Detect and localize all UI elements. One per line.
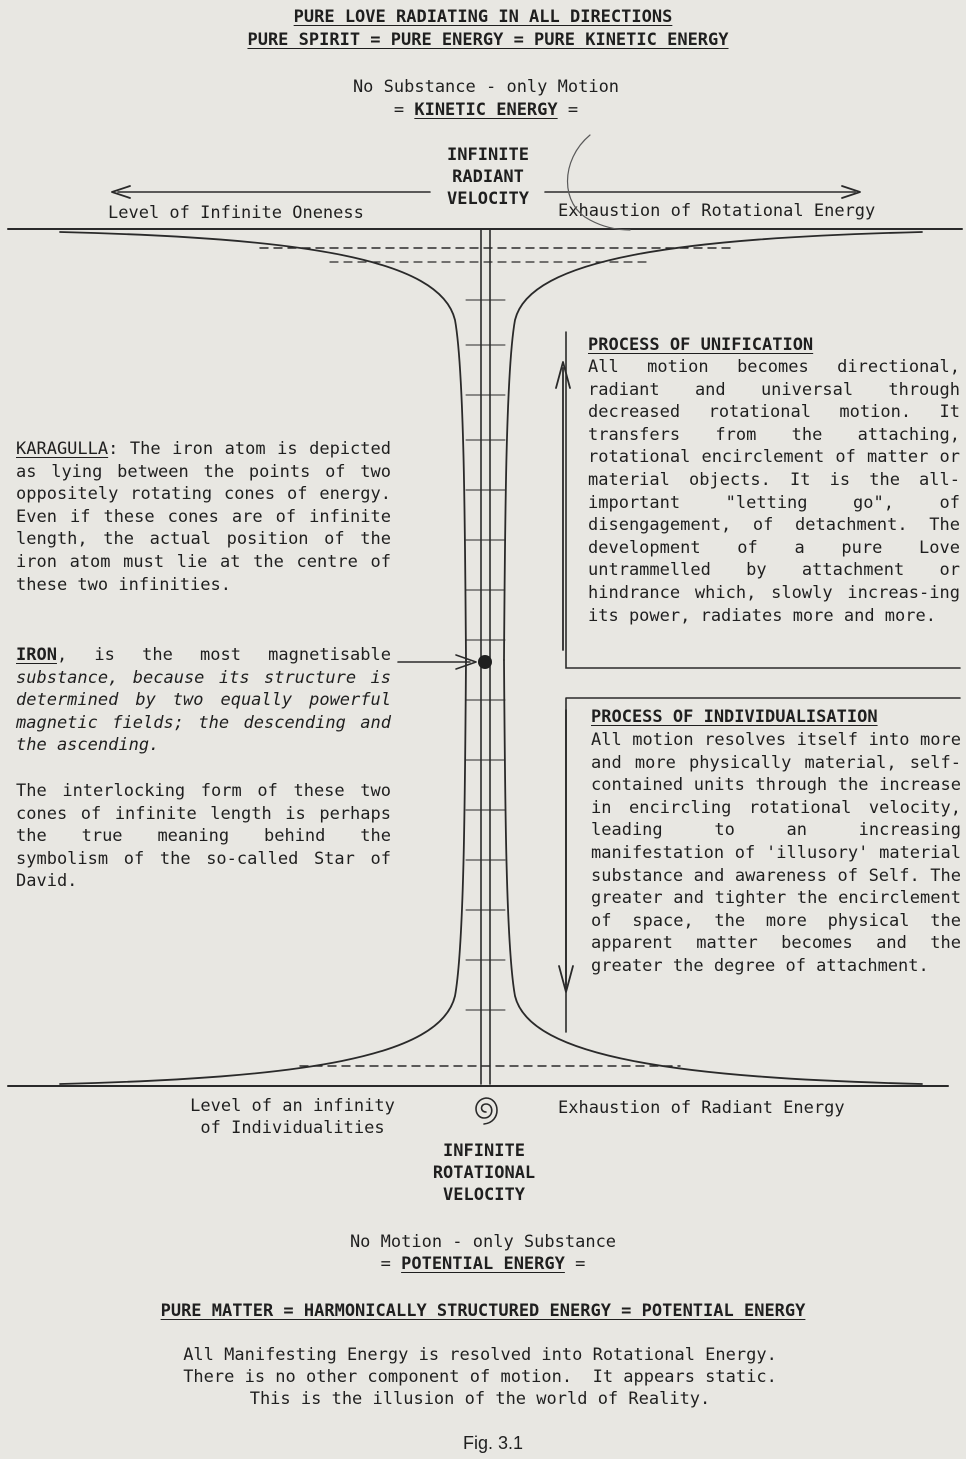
title-pure-spirit: PURE SPIRIT = PURE ENERGY = PURE KINETIC… xyxy=(247,30,729,50)
karagulla-text: KARAGULLA: The iron atom is depicted as … xyxy=(16,439,391,595)
bottom-infinite: INFINITE xyxy=(443,1141,525,1161)
bottom-velocity: VELOCITY xyxy=(443,1185,525,1205)
iron-text: IRON, is the most magnetisable substance… xyxy=(16,645,391,756)
unification-text: All motion becomes directional, radiant … xyxy=(588,357,960,626)
level-infinity-line1: Level of an infinity xyxy=(190,1096,395,1116)
level-infinity-line2: of Individualities xyxy=(200,1118,385,1138)
figure-caption: Fig. 3.1 xyxy=(462,1433,524,1453)
curve-top-right xyxy=(567,134,631,231)
no-motion-line: No Motion - only Substance xyxy=(349,1232,617,1252)
kinetic-energy-line: = KINETIC ENERGY = xyxy=(393,100,579,120)
summary-line2: There is no other component of motion. I… xyxy=(183,1367,777,1387)
potential-energy-line: = POTENTIAL ENERGY = xyxy=(380,1254,586,1274)
exhaustion-radiant: Exhaustion of Radiant Energy xyxy=(558,1098,845,1118)
individualisation-text: All motion resolves itself into more and… xyxy=(591,730,961,976)
lower-cone-left xyxy=(59,659,467,1085)
level-infinite-oneness: Level of Infinite Oneness xyxy=(108,203,364,223)
potential-energy-label: POTENTIAL ENERGY xyxy=(401,1254,565,1274)
left-arrowhead xyxy=(111,185,131,199)
upper-cone-left xyxy=(59,231,467,661)
upper-cone-right xyxy=(503,231,923,661)
iron-heading: IRON xyxy=(16,645,57,665)
top-velocity: VELOCITY xyxy=(447,189,529,209)
summary-line1: All Manifesting Energy is resolved into … xyxy=(183,1345,777,1365)
top-radiant: RADIANT xyxy=(452,167,524,187)
karagulla-heading: KARAGULLA xyxy=(16,439,109,459)
interlock-text: The interlocking form of these two cones… xyxy=(16,781,391,892)
up-arrowhead xyxy=(555,361,571,389)
unification-box xyxy=(565,331,961,669)
column-rungs xyxy=(465,299,506,1011)
individualisation-heading: PROCESS OF INDIVIDUALISATION xyxy=(591,707,878,727)
summary-line3: This is the illusion of the world of Rea… xyxy=(249,1389,711,1409)
pure-matter-title: PURE MATTER = HARMONICALLY STRUCTURED EN… xyxy=(160,1301,806,1321)
title-pure-love: PURE LOVE RADIATING IN ALL DIRECTIONS xyxy=(293,7,673,27)
iron-atom-dot xyxy=(478,655,492,669)
iron-arrowhead xyxy=(455,654,477,670)
spiral-icon xyxy=(475,1097,498,1125)
bottom-rotational: ROTATIONAL xyxy=(432,1163,536,1183)
kinetic-energy-label: KINETIC ENERGY xyxy=(414,100,558,120)
down-arrowhead xyxy=(558,965,574,993)
unification-heading: PROCESS OF UNIFICATION xyxy=(588,335,814,355)
right-arrowhead xyxy=(841,185,861,199)
top-infinite: INFINITE xyxy=(447,145,529,165)
no-substance-line: No Substance - only Motion xyxy=(352,77,620,97)
lower-cone-right xyxy=(503,659,923,1085)
